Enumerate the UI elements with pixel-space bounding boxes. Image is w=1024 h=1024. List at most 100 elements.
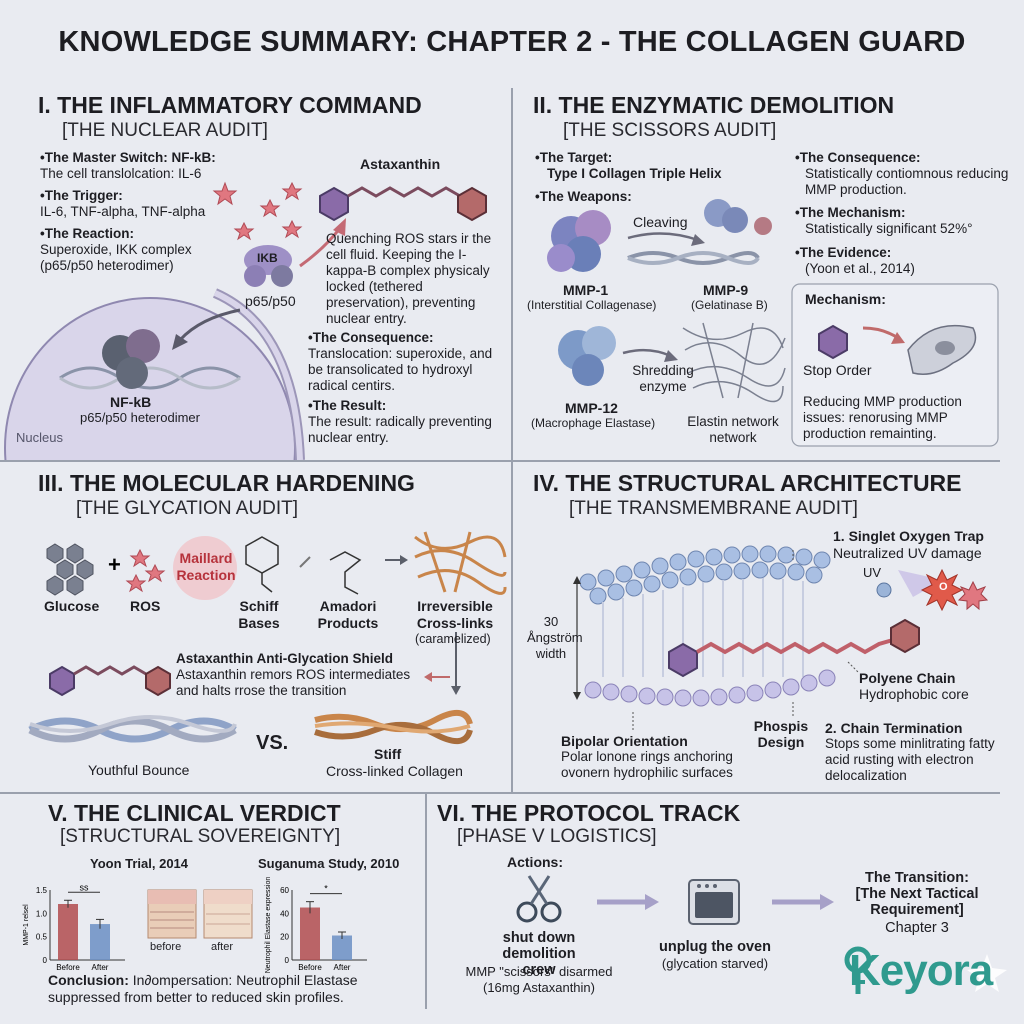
divider-vertical-mid xyxy=(511,462,513,792)
mmp1-sub-label: (Interstitial Collagenase) xyxy=(527,298,657,312)
section-2-title: II. THE ENZYMATIC DEMOLITION xyxy=(533,92,895,118)
section-3-subtitle: [THE GLYCATION AUDIT] xyxy=(76,498,299,519)
keyora-logo-icon xyxy=(844,946,1007,994)
oven-icon xyxy=(688,879,740,925)
conclusion-body: In∂ompersation: Neutrophil Elastase supp… xyxy=(48,972,358,1005)
x-tick-label: After xyxy=(334,963,351,972)
divider-horizontal-1 xyxy=(0,460,1000,462)
s2-weapons: The Weapons: xyxy=(535,189,632,205)
conclusion-text: Conclusion: In∂ompersation: Neutrophil E… xyxy=(48,972,418,1006)
section-protocol: VI. THE PROTOCOL TRACK [PHASE V LOGISTIC… xyxy=(427,794,1024,1014)
oven-head: unplug the oven xyxy=(659,939,771,955)
s1-reaction-text: Superoxide, IKK complex (p65/p50 heterod… xyxy=(40,242,192,273)
protocol-track-illustration xyxy=(516,875,1007,994)
cleaving-label: Cleaving xyxy=(633,214,688,230)
section-5-title: V. THE CLINICAL VERDICT xyxy=(48,800,341,826)
stop-order-label: Stop Order xyxy=(803,362,872,378)
mechanism-box-text: Reducing MMP production issues: renorusi… xyxy=(803,394,962,441)
stiff-label: Stiff xyxy=(374,746,402,762)
section-3-title: III. THE MOLECULAR HARDENING xyxy=(38,470,415,496)
s1-reaction-head: The Reaction: xyxy=(40,226,245,242)
glycation-illustration: + xyxy=(28,531,507,744)
section-1-title: I. THE INFLAMMATORY COMMAND xyxy=(38,92,422,118)
crosslinked-label: Cross-linked Collagen xyxy=(326,763,463,779)
s2-evidence: The Evidence: (Yoon et al., 2014) xyxy=(795,245,1010,277)
divider-horizontal-2 xyxy=(0,792,1000,794)
s1-reaction: The Reaction: Superoxide, IKK complex (p… xyxy=(40,226,245,274)
bar-before xyxy=(300,907,320,960)
singlet-head: 1. Singlet Oxygen Trap xyxy=(833,528,984,544)
nucleus-label: Nucleus xyxy=(16,430,63,445)
s1-consequence-text: Translocation: superoxide, and be transo… xyxy=(308,346,493,393)
s1-master-switch: The Master Switch: NF-kB: The cell trans… xyxy=(40,150,250,182)
bipolar-text: Polar lonone rings anchoring ovonern hyd… xyxy=(561,749,733,780)
transition-1: The Transition: xyxy=(865,870,969,886)
svg-text:+: + xyxy=(108,552,121,577)
scissors-icon xyxy=(516,875,562,923)
phospis-label: Phospis Design xyxy=(753,718,809,750)
section-4-title: IV. THE STRUCTURAL ARCHITECTURE xyxy=(533,470,962,496)
before-image-label: before xyxy=(150,941,182,953)
mmp12-label: MMP-12 xyxy=(565,400,618,416)
p65-label: p65/p50 xyxy=(245,293,296,309)
vs-label: VS. xyxy=(256,732,289,754)
glucose-label: Glucose xyxy=(44,598,100,614)
skin-comparison-images xyxy=(147,889,253,939)
width-label: 30 Ångström width xyxy=(527,614,583,661)
ros-label: ROS xyxy=(130,598,161,614)
after-image-label: after xyxy=(211,941,234,953)
ikb-label: IKB xyxy=(257,251,278,265)
s2-target-head: The Target: xyxy=(535,150,785,166)
conclusion-head: Conclusion: xyxy=(48,972,129,988)
y-tick-label: 1.0 xyxy=(36,909,48,918)
transition-3: Chapter 3 xyxy=(885,920,949,936)
s1-result-text: The result: radically preventing nuclear… xyxy=(308,414,492,445)
x-tick-label: Before xyxy=(56,963,80,972)
s2-consequence-text: Statistically contiomnous reducing MMP p… xyxy=(805,166,1009,197)
section-2-subtitle: [THE SCISSORS AUDIT] xyxy=(563,120,777,141)
significance-label: ss xyxy=(80,882,90,892)
s2-weapons-head: The Weapons: xyxy=(535,189,632,205)
youthful-label: Youthful Bounce xyxy=(88,762,190,778)
s2-consequence: The Consequence: Statistically contiomno… xyxy=(795,150,1010,198)
s1-trigger-text: IL-6, TNF-alpha, TNF-alpha xyxy=(40,204,206,219)
section-clinical: V. THE CLINICAL VERDICT [STRUCTURAL SOVE… xyxy=(0,794,424,1014)
mechanism-box-title: Mechanism: xyxy=(805,291,886,307)
section-6-title: VI. THE PROTOCOL TRACK xyxy=(437,800,741,826)
schiff-label: Schiff Bases xyxy=(238,598,280,631)
s1-astaxanthin-label: Astaxanthin xyxy=(360,156,441,172)
oxygen-label: O xyxy=(939,581,948,593)
section-inflammatory: I. THE INFLAMMATORY COMMAND [THE NUCLEAR… xyxy=(0,88,510,460)
y-axis-label: MMP-1 relsel xyxy=(23,904,30,946)
enzyme-illustration xyxy=(547,199,999,447)
shut-text: MMP "scissors" disarmed (16mg Astaxanthi… xyxy=(465,964,613,995)
shield-head: Astaxanthin Anti-Glycation Shield xyxy=(176,651,394,666)
section-molecular: III. THE MOLECULAR HARDENING [THE GLYCAT… xyxy=(0,462,510,792)
s2-target-text: Type I Collagen Triple Helix xyxy=(547,166,722,181)
membrane-illustration xyxy=(573,545,989,732)
bar-after xyxy=(90,924,110,960)
elastin-label: Elastin network network xyxy=(687,414,779,445)
s2-mechanism: The Mechanism: Statistically significant… xyxy=(795,205,1010,237)
suganuma-title: Suganuma Study, 2010 xyxy=(258,856,400,871)
mmp9-sub-label: (Gelatinase B) xyxy=(691,298,768,312)
x-tick-label: Before xyxy=(298,963,322,972)
section-5-subtitle: [STRUCTURAL SOVEREIGNTY] xyxy=(60,826,341,847)
s2-mechanism-head: The Mechanism: xyxy=(795,205,1010,221)
s2-mechanism-text: Statistically significant 52%° xyxy=(805,221,973,236)
polyene-text: Hydrophobic core xyxy=(859,686,969,702)
y-tick-label: 40 xyxy=(280,909,289,918)
s1-trigger: The Trigger: IL-6, TNF-alpha, TNF-alpha xyxy=(40,188,250,220)
s1-master-switch-text: The cell translolcation: IL-6 xyxy=(40,166,202,181)
uv-label: UV xyxy=(863,565,882,580)
shredding-label: Shredding enzyme xyxy=(632,363,694,394)
divider-vertical-top xyxy=(511,88,513,460)
transition-2: [The Next Tactical Requirement] xyxy=(855,886,979,918)
mmp9-label: MMP-9 xyxy=(703,282,749,298)
cell-nucleus-illustration xyxy=(4,181,487,460)
chain-head: 2. Chain Termination xyxy=(825,720,963,736)
s2-evidence-head: The Evidence: xyxy=(795,245,1010,261)
y-tick-label: 1.5 xyxy=(36,886,48,895)
shield-text: Astaxanthin remors ROS intermediates and… xyxy=(176,667,411,698)
